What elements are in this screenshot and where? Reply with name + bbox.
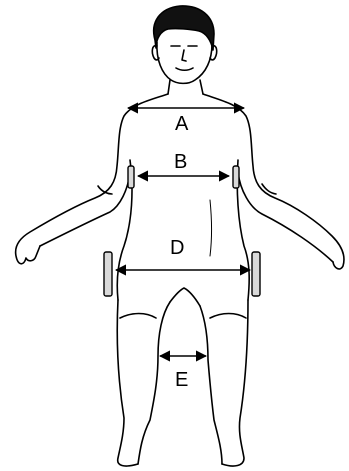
pad-chest-left [128, 166, 134, 188]
torso-shadow [210, 200, 212, 256]
label-e: E [175, 369, 188, 391]
label-d: D [170, 237, 184, 259]
human-figure [16, 6, 344, 466]
left-leg-outer [117, 300, 138, 466]
measurement-labels: A B D E [170, 113, 189, 391]
right-shoulder-arm [203, 94, 344, 269]
pad-hip-left [104, 252, 112, 296]
measurement-lines [116, 108, 250, 356]
label-b: B [174, 151, 187, 173]
left-leg-inner [138, 302, 170, 464]
nose [182, 50, 186, 61]
right-inner-arm [238, 172, 333, 262]
left-thigh-crease [120, 314, 156, 319]
hair [154, 6, 214, 50]
left-shoulder-arm [16, 94, 168, 264]
mouth [176, 68, 193, 70]
head [157, 42, 212, 83]
right-thigh-crease [210, 314, 246, 319]
right-leg-outer [222, 300, 248, 466]
pad-chest-right [233, 166, 239, 188]
right-leg-inner [200, 306, 222, 464]
crotch [170, 288, 200, 306]
label-a: A [175, 113, 189, 135]
pad-hip-right [252, 252, 260, 296]
left-inner-arm [40, 172, 130, 246]
